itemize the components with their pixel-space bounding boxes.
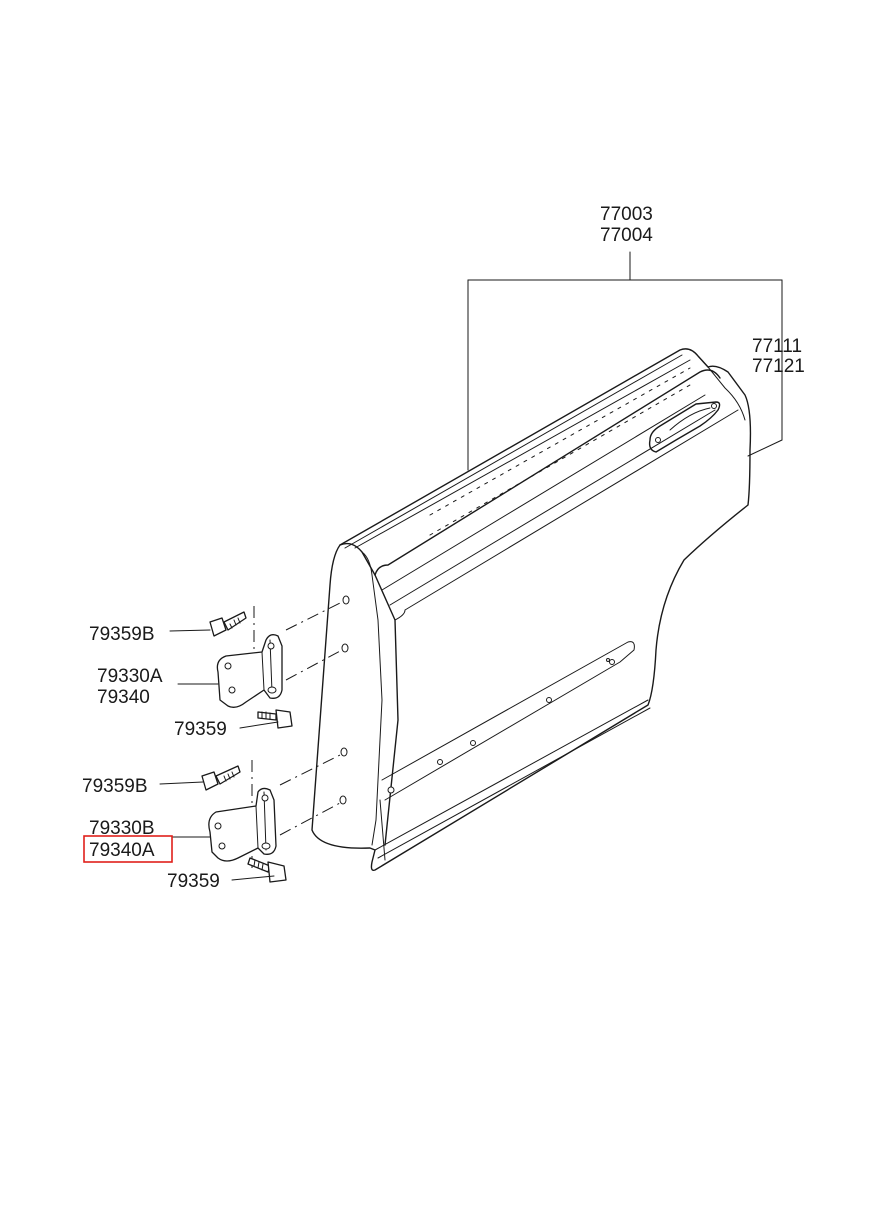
- callout-77003: 77003: [600, 204, 653, 225]
- callout-lower-bolt: 79359B: [82, 776, 148, 797]
- callout-77004: 77004: [600, 225, 653, 246]
- callout-lower-hinge-a: 79330B: [89, 818, 155, 839]
- callout-77121: 77121: [752, 356, 805, 377]
- callout-lower-screw: 79359: [167, 871, 220, 892]
- rear-door-shell: [311, 348, 752, 872]
- lower-hinge: [208, 787, 277, 862]
- upper-hinge: [216, 634, 283, 708]
- lower-bolt: [201, 765, 241, 791]
- callout-77111: 77111: [752, 336, 802, 357]
- door-assembly-leader: [467, 251, 783, 471]
- callout-upper-bolt: 79359B: [89, 624, 155, 645]
- callout-upper-screw: 79359: [174, 719, 227, 740]
- upper-bolt: [209, 611, 247, 637]
- upper-screw: [257, 709, 293, 729]
- callout-upper-hinge-a: 79330A: [97, 666, 163, 687]
- door-handle: [648, 401, 721, 453]
- lower-screw: [247, 857, 287, 883]
- callout-lower-hinge-b[interactable]: 79340A: [89, 840, 155, 861]
- highlight-box: [83, 835, 173, 863]
- callout-upper-hinge-b: 79340: [97, 687, 150, 708]
- callout-leaders: [159, 629, 279, 881]
